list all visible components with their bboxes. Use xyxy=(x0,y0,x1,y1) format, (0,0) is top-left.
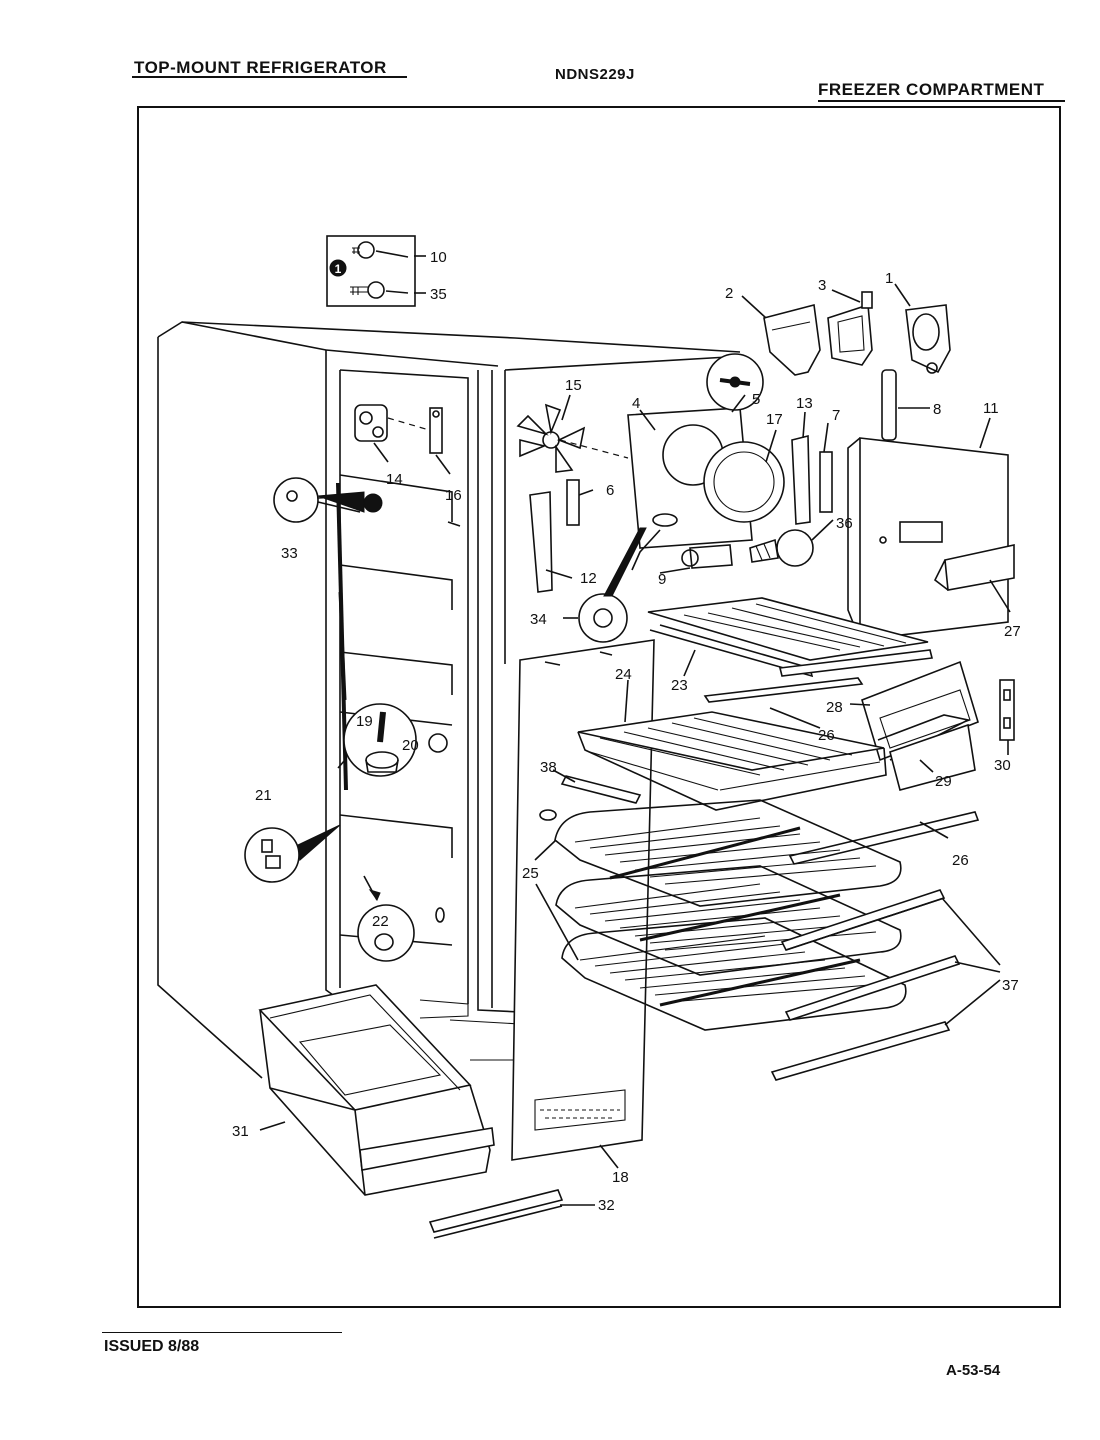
callout-4: 4 xyxy=(632,395,640,412)
shelf-support-strip-icon xyxy=(539,775,642,821)
ice-key-alt-icon xyxy=(350,281,385,299)
insulation-tube-icon xyxy=(881,369,897,441)
footer-page-code: A-53-54 xyxy=(946,1362,1001,1379)
callout-11: 11 xyxy=(983,400,999,417)
callout-3: 3 xyxy=(818,277,826,294)
freezer-pan-icon xyxy=(258,984,495,1196)
callout-14: 14 xyxy=(386,471,403,488)
defrost-bracket-alt-icon xyxy=(791,434,811,525)
hinge-plate-icon xyxy=(905,304,951,374)
header-underline-left xyxy=(132,76,407,78)
callout-2: 2 xyxy=(725,285,733,302)
thermostat-bracket-icon xyxy=(429,407,451,475)
header-underline-right xyxy=(818,100,1065,102)
callout-17: 17 xyxy=(766,411,783,428)
evaporator-cover-icon xyxy=(511,639,655,1161)
inset-marker-label: 1 xyxy=(335,262,342,276)
hinge-pin-bracket-icon xyxy=(827,291,873,366)
door-latch-icon xyxy=(999,679,1015,741)
callout-38: 38 xyxy=(540,759,557,776)
freezer-rear-cover-icon xyxy=(847,437,1015,641)
fan-detail-circle-icon xyxy=(706,353,764,411)
callout-13: 13 xyxy=(796,395,813,412)
callout-30: 30 xyxy=(994,757,1011,774)
light-switch-detail-icon xyxy=(337,703,448,777)
drain-plug-icon xyxy=(357,875,445,962)
ice-tray-icon xyxy=(861,660,979,791)
thermostat-assembly-icon xyxy=(354,404,437,463)
shelf-rail-icon xyxy=(703,677,864,703)
leader-lines xyxy=(259,255,1011,1206)
callout-1: 1 xyxy=(885,270,893,287)
callout-15: 15 xyxy=(565,377,582,394)
callout-31: 31 xyxy=(232,1123,249,1140)
callout-5: 5 xyxy=(752,391,760,408)
callout-23: 23 xyxy=(671,677,688,694)
callout-24: 24 xyxy=(615,666,632,683)
callout-34: 34 xyxy=(530,611,547,628)
upper-shelf-icon xyxy=(647,597,933,678)
header-section-title: FREEZER COMPARTMENT xyxy=(818,80,1045,99)
callout-19: 19 xyxy=(356,713,373,730)
defrost-bracket-icon xyxy=(529,491,553,593)
callout-33: 33 xyxy=(281,545,298,562)
callout-20: 20 xyxy=(402,737,419,754)
cabinet-outline xyxy=(157,321,746,1079)
shelf-trim-strip-low-icon xyxy=(770,1021,951,1081)
insulation-strip-alt-icon xyxy=(819,451,833,513)
callout-26-lower: 26 xyxy=(952,852,969,869)
insulation-strip-icon xyxy=(566,479,580,526)
wire-shelf-top-icon xyxy=(554,799,902,907)
drain-grommet-icon xyxy=(578,527,647,643)
shelf-support-icon xyxy=(244,824,341,883)
callout-37: 37 xyxy=(1002,977,1019,994)
callout-6: 6 xyxy=(606,482,614,499)
footer-rule xyxy=(102,1332,342,1333)
fan-blade-icon xyxy=(516,403,629,473)
callout-25: 25 xyxy=(522,865,539,882)
callout-labels: 1 2 3 4 5 6 7 8 9 10 11 12 13 14 15 16 1… xyxy=(232,249,1021,1214)
header-model-type: TOP-MOUNT REFRIGERATOR xyxy=(134,58,387,77)
callout-18: 18 xyxy=(612,1169,629,1186)
callout-marker-icon xyxy=(363,493,383,513)
callout-10: 10 xyxy=(430,249,447,266)
shelf-trim-strip-mid-icon xyxy=(784,955,961,1021)
callout-22: 22 xyxy=(372,913,389,930)
lower-shelf-rail-icon xyxy=(788,811,980,865)
fan-motor-bracket-icon xyxy=(627,407,785,571)
callout-12: 12 xyxy=(580,570,597,587)
callout-8: 8 xyxy=(933,401,941,418)
lamp-socket-icon xyxy=(681,544,733,569)
wire-shelf-middle-icon xyxy=(555,865,902,976)
callout-29: 29 xyxy=(935,773,952,790)
inset-box: 1 xyxy=(326,235,416,307)
callout-32: 32 xyxy=(598,1197,615,1214)
inset-marker-icon xyxy=(329,259,347,277)
callout-21: 21 xyxy=(255,787,272,804)
callout-16: 16 xyxy=(445,487,462,504)
callout-9: 9 xyxy=(658,571,666,588)
control-knob-icon xyxy=(273,477,383,523)
diagram-frame xyxy=(137,106,1061,1308)
hinge-cover-icon xyxy=(763,303,821,376)
callout-7: 7 xyxy=(832,407,840,424)
callout-26-upper: 26 xyxy=(818,727,835,744)
callout-27: 27 xyxy=(1004,623,1021,640)
middle-shelf-icon xyxy=(577,711,887,811)
footer-issued-date: ISSUED 8/88 xyxy=(104,1338,200,1355)
light-bulb-icon xyxy=(749,529,814,567)
callout-35: 35 xyxy=(430,286,447,303)
callout-28: 28 xyxy=(826,699,843,716)
ice-key-icon xyxy=(352,241,375,259)
callout-36: 36 xyxy=(836,515,853,532)
shelf-trim-strip-icon xyxy=(780,889,946,951)
header-model-number: NDNS229J xyxy=(555,66,635,83)
bottom-trim-icon xyxy=(428,1189,564,1239)
